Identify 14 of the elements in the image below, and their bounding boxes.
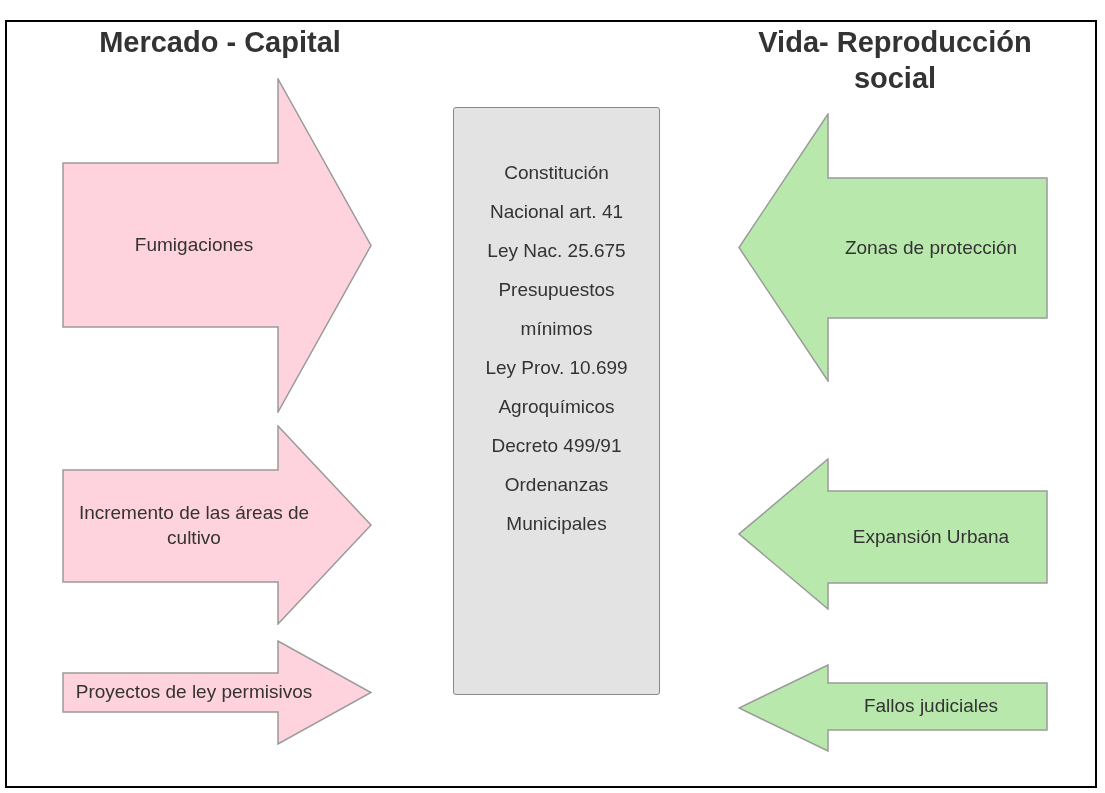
law-text: Ordenanzas Municipales <box>503 473 610 536</box>
arrow-label: Fumigaciones <box>134 232 254 257</box>
law-text: Decreto 499/91 <box>490 434 623 458</box>
arrow-label: Fallos judiciales <box>863 694 999 719</box>
arrow-label: Expansión Urbana <box>852 524 1010 549</box>
law-text: Ley Nac. 25.675 Presupuestos mínimos <box>486 239 627 341</box>
law-text: Constitución Nacional art. 41 <box>488 161 625 224</box>
column-heading: Vida- Reproducción social <box>757 25 1033 97</box>
law-text: Ley Prov. 10.699 Agroquímicos <box>484 356 629 419</box>
arrow-label: Proyectos de ley permisivos <box>75 680 313 705</box>
law-list-box <box>453 107 660 695</box>
arrow-label: Zonas de protección <box>844 235 1018 260</box>
column-heading: Mercado - Capital <box>98 25 342 60</box>
arrow-label: Incremento de las áreas de cultivo <box>77 501 311 550</box>
